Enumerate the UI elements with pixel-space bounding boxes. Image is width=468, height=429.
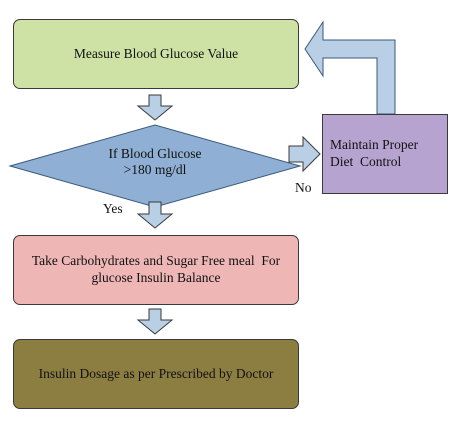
decision-text-line2: >180 mg/dl — [123, 162, 187, 178]
decision-text: If Blood Glucose >180 mg/dl — [60, 146, 250, 178]
measure-glucose-box: Measure Blood Glucose Value — [13, 19, 299, 89]
diet-control-text: Maintain Proper Diet Control — [330, 137, 418, 171]
arrow-decision-to-carbs — [136, 201, 174, 229]
arrow-carbs-to-insulin — [136, 308, 174, 335]
diet-control-box: Maintain Proper Diet Control — [322, 114, 448, 194]
carbohydrates-line1: Take Carbohydrates and Sugar Free meal F… — [31, 253, 281, 269]
decision-diamond — [8, 124, 302, 208]
arrow-decision-to-diet — [288, 135, 321, 173]
carbohydrates-text: Take Carbohydrates and Sugar Free meal F… — [32, 253, 280, 287]
insulin-dosage-text: Insulin Dosage as per Prescribed by Doct… — [38, 365, 274, 381]
insulin-dosage-box: Insulin Dosage as per Prescribed by Doct… — [13, 339, 299, 409]
carbohydrates-line2: glucose Insulin Balance — [91, 270, 221, 285]
no-label: No — [295, 180, 312, 195]
diet-control-line1: Maintain Proper — [330, 137, 419, 153]
carbohydrates-box: Take Carbohydrates and Sugar Free meal F… — [13, 235, 299, 305]
measure-glucose-text: Measure Blood Glucose Value — [73, 45, 239, 61]
arrow-measure-to-decision — [136, 94, 174, 121]
diet-control-line2: Diet Control — [330, 154, 402, 169]
decision-text-line1: If Blood Glucose — [108, 146, 202, 161]
arrow-diet-to-measure — [304, 20, 396, 115]
yes-label: Yes — [103, 201, 123, 216]
